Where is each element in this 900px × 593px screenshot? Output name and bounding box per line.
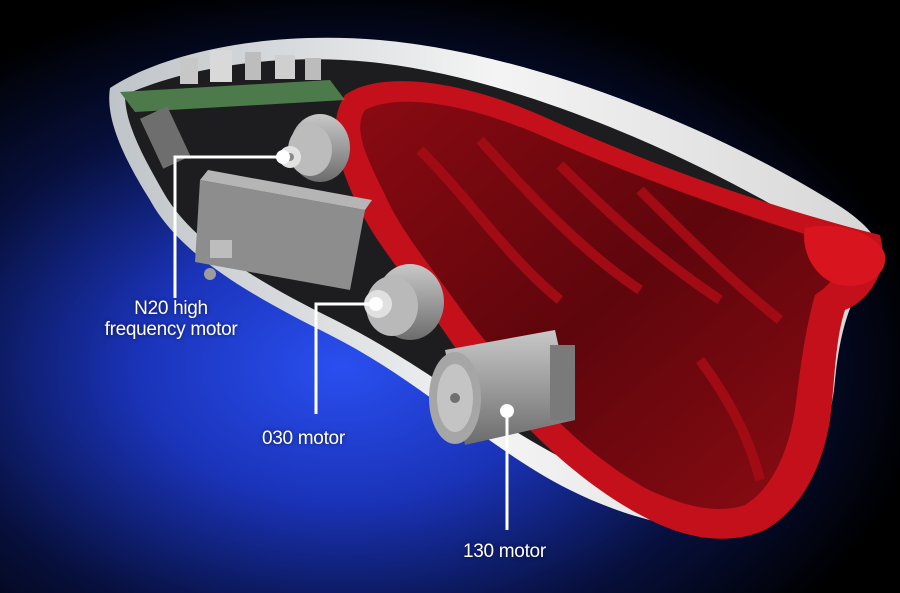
screw xyxy=(204,268,216,280)
sleeve-rib xyxy=(416,146,564,304)
callout-line-030 xyxy=(314,302,376,414)
circuit-component xyxy=(305,58,321,80)
callout-lines xyxy=(173,155,509,530)
callout-label-030: 030 motor xyxy=(262,428,345,449)
circuit-component xyxy=(275,55,295,79)
circuit-component xyxy=(180,58,198,84)
circuit-component xyxy=(245,52,261,80)
callout-label-n20-line1: N20 high xyxy=(134,298,208,319)
sleeve-rib xyxy=(476,136,643,295)
callout-dot-n20 xyxy=(276,150,290,164)
red-sleeve-inner xyxy=(360,101,841,509)
small-component xyxy=(210,240,232,258)
callout-label-130: 130 motor xyxy=(463,541,546,562)
small-component xyxy=(139,106,191,169)
callout-dot-130 xyxy=(500,404,514,418)
callout-label-n20-line2: frequency motor xyxy=(104,319,238,340)
sleeve-rib xyxy=(636,186,784,324)
sleeve-lip xyxy=(804,225,886,286)
sleeve-rib xyxy=(695,357,765,482)
circuit-component xyxy=(210,50,232,82)
callout-label-n20: N20 high frequency motor xyxy=(96,298,246,340)
130-motor xyxy=(429,330,575,445)
battery-block-top xyxy=(200,170,372,210)
sleeve-rib xyxy=(556,161,723,305)
callout-dot-030 xyxy=(369,297,383,311)
circuit-board xyxy=(120,80,345,112)
battery-block xyxy=(195,180,365,290)
callout-line-n20 xyxy=(173,155,283,298)
030-motor xyxy=(364,264,444,340)
